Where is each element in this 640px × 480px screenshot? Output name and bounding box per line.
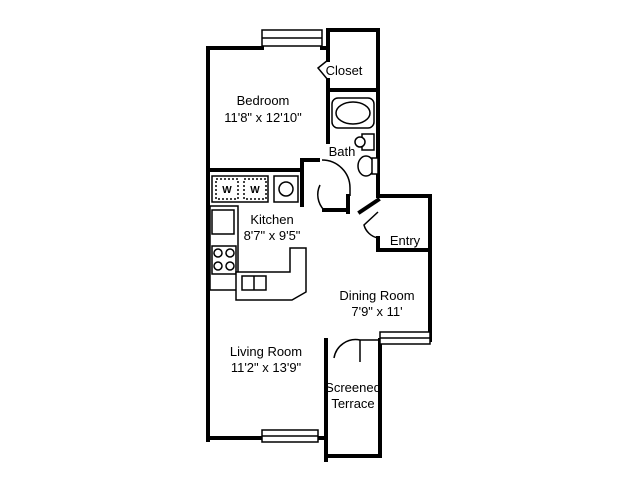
water-heater: [278, 181, 294, 197]
living-room-name: Living Room: [230, 344, 302, 359]
tub-basin: [335, 101, 371, 125]
dryer-label: W: [250, 185, 260, 196]
washer: [215, 178, 239, 200]
washer-label: W: [222, 185, 232, 196]
bedroom-name: Bedroom: [237, 93, 290, 108]
fixtures: W W: [209, 97, 379, 301]
terrace-door: [333, 338, 380, 359]
terrace-name-line2: Terrace: [331, 396, 374, 411]
refrigerator: [211, 209, 235, 235]
burner: [213, 248, 223, 258]
room-labels: Bedroom 11'8" x 12'10" Closet Bath Kitch…: [224, 63, 420, 411]
dining-room-dims: 7'9" x 11': [351, 304, 402, 319]
bath-name: Bath: [329, 144, 356, 159]
doors: [316, 59, 380, 362]
bath-sink: [354, 136, 366, 148]
toilet-tank: [371, 157, 379, 175]
kitchen-dims: 8'7" x 9'5": [244, 228, 301, 243]
walls: [206, 28, 432, 462]
bedroom-door: [317, 184, 325, 211]
burner: [225, 261, 235, 271]
dryer: [243, 178, 267, 200]
entry-name: Entry: [390, 233, 421, 248]
closet-name: Closet: [326, 63, 363, 78]
bath-door: [321, 159, 351, 196]
bedroom-dims: 11'8" x 12'10": [224, 110, 302, 125]
burner: [225, 248, 235, 258]
terrace-name-line1: Screened: [325, 380, 381, 395]
living-room-dims: 11'2" x 13'9": [231, 360, 302, 375]
kitchen-name: Kitchen: [250, 212, 293, 227]
dining-room-name: Dining Room: [339, 288, 414, 303]
entry-door: [363, 211, 379, 239]
burner: [213, 261, 223, 271]
windows: [261, 29, 431, 443]
kitchen-counter-peninsula: [235, 247, 307, 301]
closet-door: [316, 59, 329, 81]
